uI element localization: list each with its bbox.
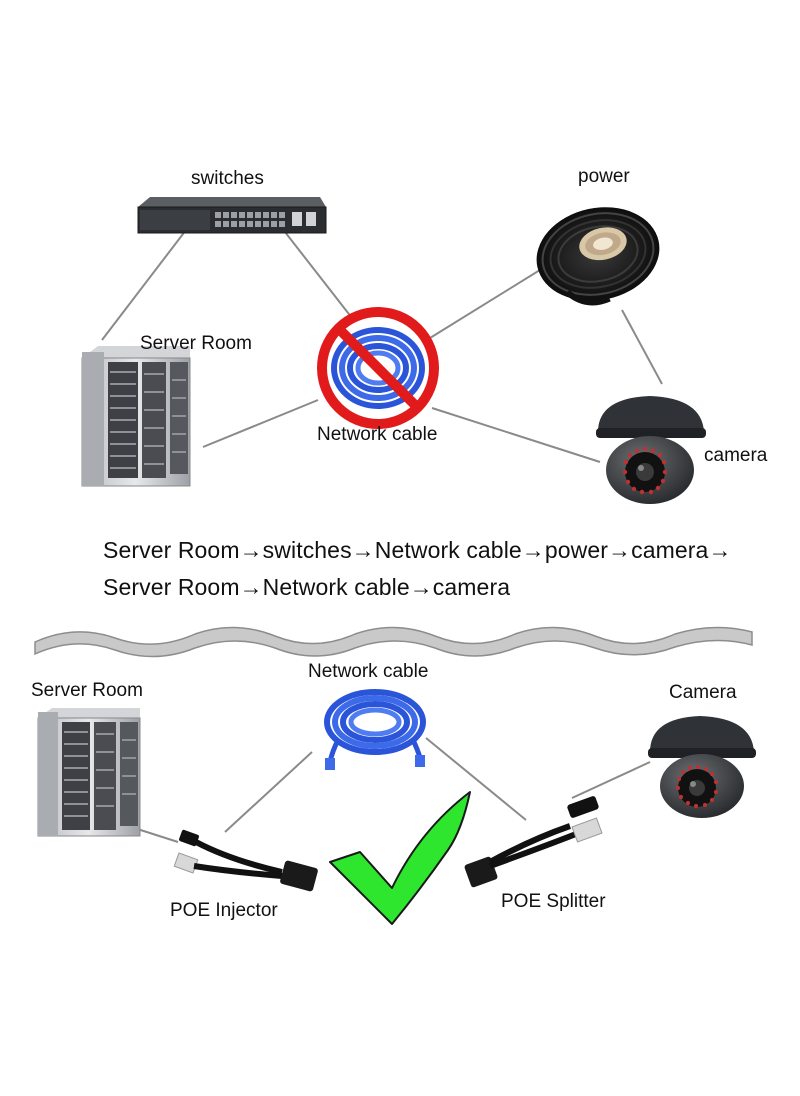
line-cable-to-camera [431, 407, 601, 463]
line-switch-to-cable [284, 231, 353, 319]
network-cable-label: Network cable [317, 424, 438, 445]
poe-splitter-icon [464, 796, 603, 888]
camera-label: camera [704, 445, 768, 466]
network-switch-icon [137, 197, 327, 234]
network-cable-label: Network cable [308, 661, 429, 682]
camera-label: Camera [669, 682, 737, 703]
line-cable-to-power [429, 264, 549, 339]
server-room-label: Server Room [140, 333, 252, 354]
power-label: power [578, 166, 630, 187]
top-connection-lines [101, 229, 663, 463]
prohibited-icon [317, 307, 439, 429]
network-cable-icon [331, 327, 425, 409]
server-room-label: Server Room [31, 680, 143, 701]
network-cable-icon [324, 689, 426, 770]
server-rack-icon [81, 346, 191, 487]
line-switch-to-server [101, 229, 187, 341]
flow-line-2: Server Room→Network cable→camera [103, 574, 511, 600]
line-injector-to-cable [224, 751, 313, 833]
power-cable-reel-icon [536, 207, 660, 306]
poe-splitter-label: POE Splitter [501, 891, 606, 912]
server-rack-icon [37, 708, 141, 837]
line-server-to-cable [202, 399, 319, 448]
dome-camera-icon [596, 396, 706, 504]
flow-line-1: Server Room→switches→Network cable→power… [103, 537, 732, 563]
poe-injector-icon [173, 829, 318, 892]
line-cable-to-splitter [425, 737, 527, 821]
wavy-divider [34, 626, 753, 658]
dome-camera-icon [648, 716, 756, 818]
switches-label: switches [191, 168, 264, 189]
line-power-to-camera [621, 309, 663, 385]
poe-injector-label: POE Injector [170, 900, 278, 921]
line-splitter-to-camera [571, 761, 651, 799]
checkmark-icon [329, 791, 471, 925]
